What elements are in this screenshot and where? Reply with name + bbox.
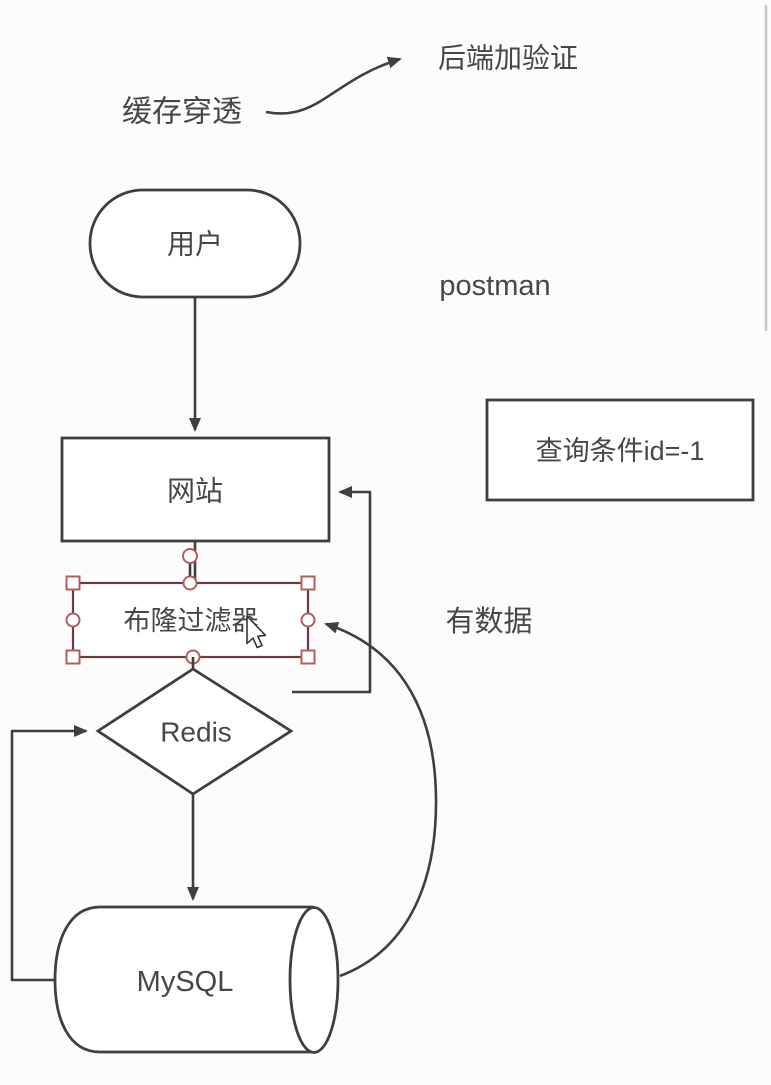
resize-handle-ne[interactable] (300, 575, 316, 591)
query-condition-label: 查询条件id=-1 (536, 436, 705, 466)
node-user[interactable]: 用户 (88, 188, 302, 299)
edge-mysql-redis[interactable] (10, 725, 88, 982)
website-shape[interactable] (60, 436, 331, 543)
redis-label: Redis (160, 717, 232, 748)
user-label: 用户 (167, 229, 223, 260)
cache-penetration-label[interactable]: 缓存穿透 (122, 96, 242, 129)
node-mysql[interactable]: MySQL (53, 905, 340, 1054)
resize-handle-e[interactable] (300, 612, 316, 628)
mysql-body[interactable] (53, 905, 314, 1054)
mysql-cap[interactable] (288, 906, 340, 1054)
resize-handle-sw[interactable] (65, 649, 81, 665)
website-label: 网站 (167, 476, 223, 507)
bloom-filter-label: 布隆过滤器 (124, 606, 259, 636)
node-query-condition[interactable]: 查询条件id=-1 (485, 398, 755, 502)
rotation-handle[interactable] (182, 548, 198, 564)
edge-return-website[interactable] (292, 486, 372, 694)
backend-validation-label[interactable]: 后端加验证 (438, 43, 578, 74)
node-website[interactable]: 网站 (60, 436, 331, 543)
mysql-label: MySQL (137, 966, 234, 998)
mouse-cursor-icon (246, 615, 267, 649)
resize-handle-n[interactable] (182, 575, 198, 591)
annotation-arrow[interactable] (265, 56, 402, 115)
resize-handle-nw[interactable] (65, 575, 81, 591)
edge-mysql-bloom[interactable] (324, 621, 438, 978)
resize-handle-w[interactable] (65, 612, 81, 628)
query-condition-shape[interactable] (485, 398, 755, 502)
bloom-filter-selection-handles[interactable] (65, 548, 316, 665)
node-bloom-filter[interactable]: 布隆过滤器 (71, 581, 310, 659)
node-redis[interactable]: Redis (95, 667, 294, 796)
postman-label[interactable]: postman (439, 270, 550, 302)
resize-handle-se[interactable] (300, 649, 316, 665)
has-data-label[interactable]: 有数据 (445, 605, 532, 638)
